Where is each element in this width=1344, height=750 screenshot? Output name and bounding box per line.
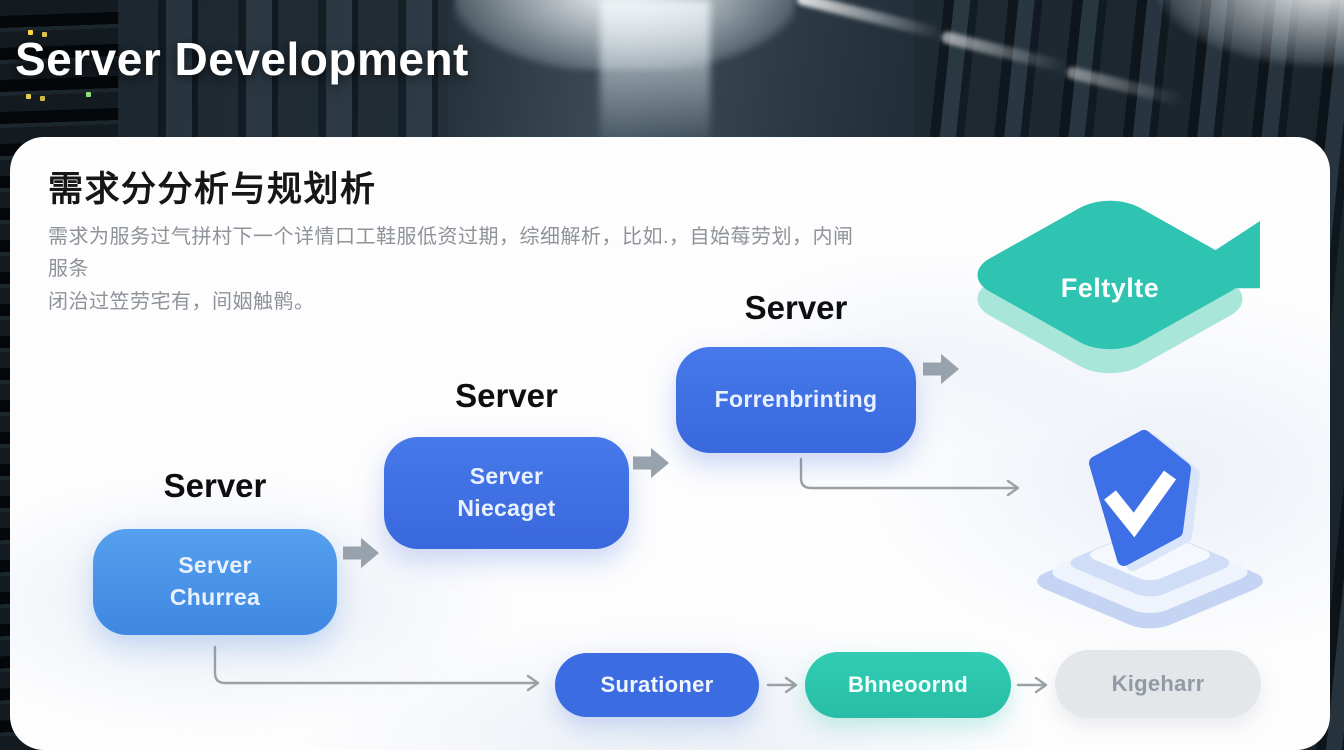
flow-box-2-line2: Niecaget bbox=[457, 495, 556, 521]
platform-layers bbox=[1037, 529, 1263, 629]
flow-box-3-line1: Forrenbrinting bbox=[714, 386, 878, 413]
light-corner bbox=[1154, 0, 1344, 67]
thin-arrow-right-icon bbox=[1016, 676, 1048, 694]
body-line-2: 闭治过笠劳宅有，间姻触鹘。 bbox=[48, 290, 315, 313]
elbow-connector-1 bbox=[213, 645, 538, 685]
body-paragraph: 需求为服务过气拼村下一个详情口工鞋服低资过期，综细解析，比如.，自始莓劳划，内闸… bbox=[48, 221, 858, 318]
step-title-1: Server bbox=[163, 467, 267, 504]
flow-box-2: Server Niecaget bbox=[384, 437, 629, 549]
flow-box-1-line1: Server bbox=[178, 552, 252, 579]
thin-arrow-right-icon bbox=[766, 676, 798, 694]
pill-step-2: Bhneoornd bbox=[805, 652, 1011, 718]
rack-led-lights bbox=[28, 30, 33, 35]
shield-check bbox=[1089, 430, 1200, 571]
flow-box-2-line1: Server bbox=[469, 463, 544, 490]
flow-box-1: Server Churrea bbox=[93, 529, 337, 635]
flow-box-3: Forrenbrinting bbox=[676, 347, 916, 453]
pill-step-3: Kigeharr bbox=[1055, 650, 1261, 718]
shield-check-platform-icon bbox=[1037, 430, 1263, 629]
pill-step-1: Surationer bbox=[555, 653, 759, 717]
content-card: 需求分分析与规划析 需求为服务过气拼村下一个详情口工鞋服低资过期，综细解析，比如… bbox=[10, 137, 1330, 750]
flow-box-1-line2: Churrea bbox=[169, 584, 261, 610]
check-mark-icon bbox=[1104, 470, 1177, 538]
body-line-1: 需求为服务过气拼村下一个详情口工鞋服低资过期，综细解析，比如.，自始莓劳划，内闸… bbox=[48, 226, 854, 281]
light-reflection bbox=[600, 0, 710, 140]
block-arrow-right-icon bbox=[343, 537, 379, 569]
step-title-3: Server bbox=[744, 289, 848, 326]
block-arrow-right-icon bbox=[633, 447, 669, 479]
page-title: Server Development bbox=[15, 33, 469, 85]
arrowhead-icon bbox=[526, 674, 540, 692]
bubble-label: Feltylte bbox=[1060, 273, 1160, 303]
elbow-connector-2 bbox=[799, 457, 1018, 490]
section-heading: 需求分分析与规划析 bbox=[48, 170, 377, 209]
step-title-2: Server bbox=[455, 377, 558, 414]
speech-bubble-shape: Feltylte bbox=[950, 191, 1280, 403]
